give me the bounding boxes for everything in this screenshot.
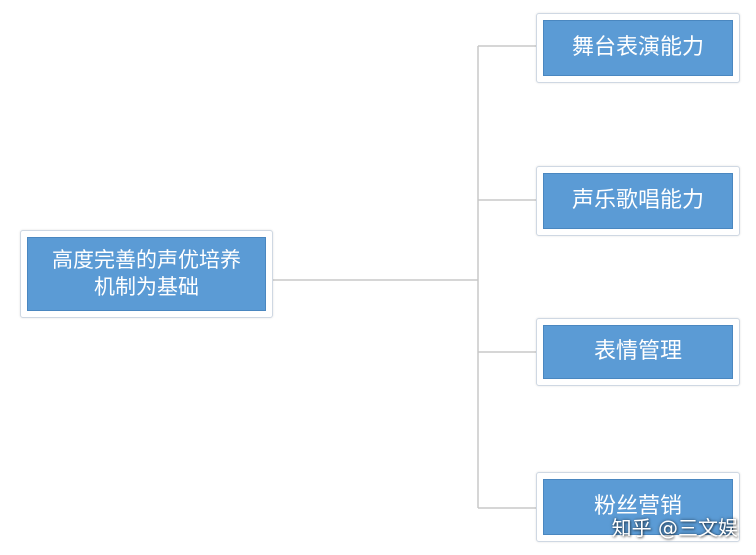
- root-node-box: 高度完善的声优培养 机制为基础: [27, 237, 266, 311]
- branch-label: 表情管理: [593, 339, 682, 364]
- branch-node-box: 舞台表演能力: [543, 20, 733, 76]
- branch-node-stage-performance: 舞台表演能力: [536, 13, 740, 83]
- root-node: 高度完善的声优培养 机制为基础: [20, 230, 273, 318]
- root-node-text: 高度完善的声优培养 机制为基础: [52, 247, 241, 301]
- branch-node-expression-management: 表情管理: [536, 318, 740, 386]
- branch-node-fan-marketing: 粉丝营销: [536, 472, 740, 542]
- root-line-2: 机制为基础: [94, 275, 199, 299]
- branch-label: 声乐歌唱能力: [571, 188, 704, 213]
- branch-node-box: 声乐歌唱能力: [543, 173, 733, 229]
- root-line-1: 高度完善的声优培养: [52, 248, 241, 272]
- branch-node-box: 表情管理: [543, 325, 733, 379]
- branch-label: 粉丝营销: [593, 494, 682, 519]
- branch-label: 舞台表演能力: [571, 35, 704, 60]
- branch-node-vocal-singing: 声乐歌唱能力: [536, 166, 740, 236]
- branch-node-box: 粉丝营销: [543, 479, 733, 535]
- watermark-text: 知乎 @三文娱: [611, 516, 738, 540]
